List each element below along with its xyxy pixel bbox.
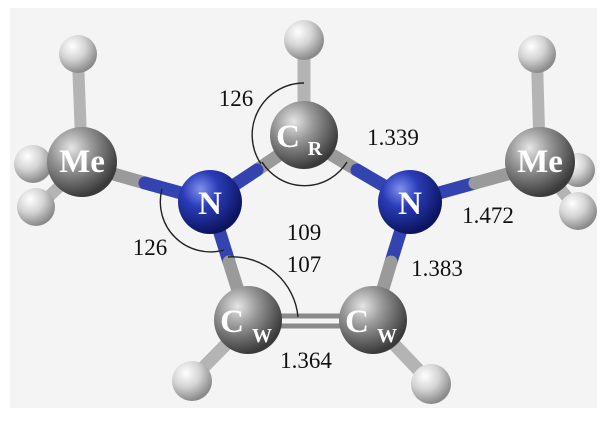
atom-me-right <box>505 127 575 197</box>
atom-h-me-left-bottom <box>17 188 55 226</box>
atom-labels: Me Me N N C R C W C W <box>59 119 563 347</box>
label-n-left: N <box>198 186 222 222</box>
label-c-r: C <box>276 119 300 155</box>
atom-h-cr <box>284 20 324 60</box>
arc-me-n-cw <box>159 188 225 253</box>
bond-length-n-me: 1.472 <box>462 203 514 228</box>
atom-n-right <box>378 170 442 234</box>
arc-h-cr-n <box>251 82 305 165</box>
hydrogen-atoms <box>14 20 597 404</box>
label-n-right: N <box>398 186 422 222</box>
bond-length-cw-cw: 1.364 <box>280 348 332 373</box>
angle-h-cr-n: 126 <box>219 86 254 111</box>
bond-length-cr-n: 1.339 <box>367 125 419 150</box>
atom-h-cw-right <box>411 364 451 404</box>
atom-c-w-left <box>214 286 282 354</box>
angle-n-cr-n: 109 <box>287 220 322 245</box>
atom-h-cw-left <box>172 361 212 401</box>
label-c-w-left-sub: W <box>252 325 272 347</box>
angle-arcs <box>159 82 348 318</box>
bond-length-n-cw: 1.383 <box>411 256 463 281</box>
atom-c-w-right <box>339 286 407 354</box>
atom-h-me-right-top <box>518 35 556 73</box>
heavy-atoms <box>47 101 575 354</box>
atom-c-r <box>270 101 338 169</box>
atom-h-me-right-bottom <box>559 192 597 230</box>
arc-n-cr-n <box>261 161 348 187</box>
angle-me-n-cw: 126 <box>133 235 168 260</box>
label-me-left: Me <box>59 144 105 180</box>
label-c-w-right: C <box>345 304 369 340</box>
atom-h-me-left-top <box>59 35 97 73</box>
measurement-labels: 126 109 126 107 1.339 1.472 1.383 1.364 <box>133 86 514 373</box>
atom-h-me-left-left <box>14 145 52 183</box>
label-c-r-sub: R <box>308 138 323 160</box>
atom-me-left <box>47 127 117 197</box>
angle-n-cw-cw: 107 <box>287 252 322 277</box>
arc-n-cw-cw <box>227 256 299 318</box>
label-me-right: Me <box>517 144 563 180</box>
label-c-w-right-sub: W <box>377 325 397 347</box>
atom-n-left <box>178 170 242 234</box>
label-c-w-left: C <box>220 304 244 340</box>
